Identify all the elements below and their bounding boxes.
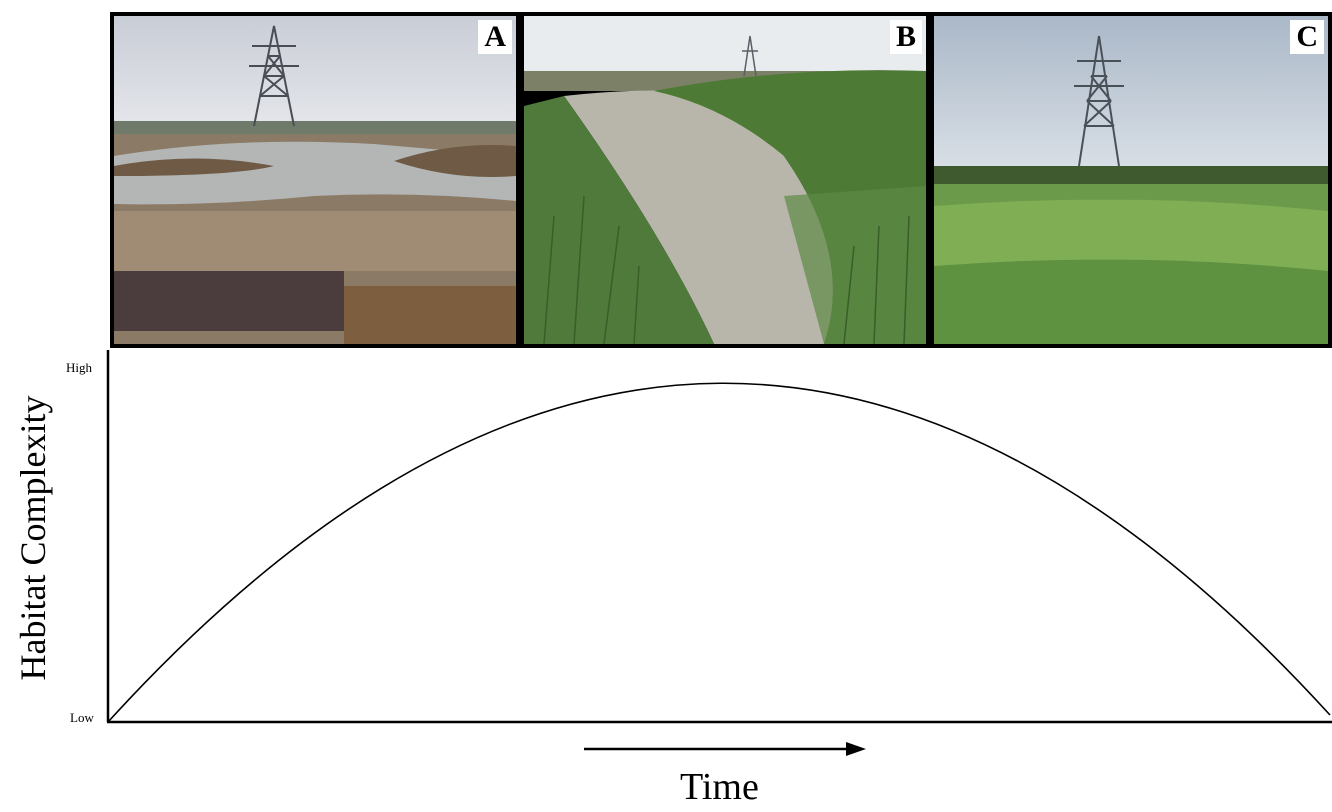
pond-excavation-pylon-icon [114, 16, 516, 344]
x-axis-title: Time [680, 766, 759, 808]
panel-c: C [934, 16, 1328, 344]
y-tick-high: High [66, 360, 92, 375]
y-axis-title: Habitat Complexity [13, 395, 53, 681]
grassland-pylon-icon [934, 16, 1328, 344]
panel-letter-c: C [1290, 20, 1324, 54]
photo-strip: A B [110, 12, 1332, 348]
complexity-curve [107, 382, 1331, 723]
y-tick-low: Low [70, 710, 94, 725]
reed-channel-icon [524, 16, 926, 344]
panel-letter-a: A [478, 20, 512, 54]
panel-letter-b: B [889, 20, 922, 54]
panel-a: A [114, 16, 516, 344]
time-arrow-head [846, 742, 866, 756]
panel-b: B [524, 16, 926, 344]
